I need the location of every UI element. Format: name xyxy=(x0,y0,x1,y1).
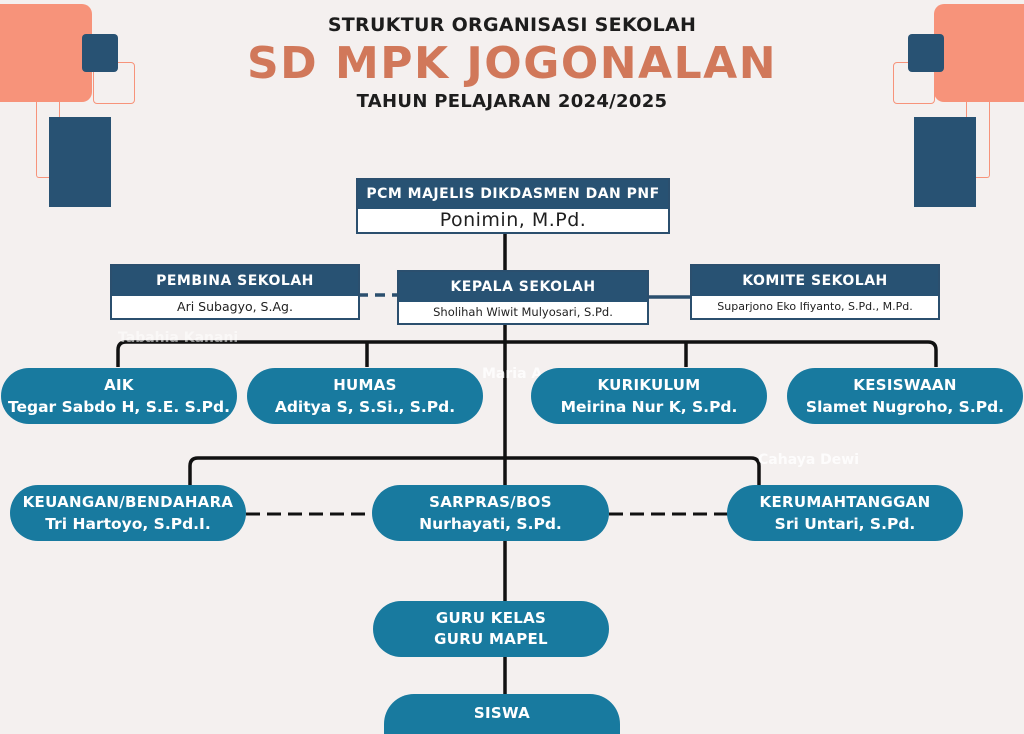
pembina-name: Ari Subagyo, S.Ag. xyxy=(177,299,293,314)
node-guru: GURU KELAS GURU MAPEL xyxy=(373,601,609,657)
pcm-name: Ponimin, M.Pd. xyxy=(439,209,587,231)
aik-name: Tegar Sabdo H, S.E. S.Pd. xyxy=(7,397,231,416)
guru-kelas-label: GURU KELAS xyxy=(435,609,547,627)
humas-name: Aditya S, S.Si., S.Pd. xyxy=(274,397,456,416)
humas-title: HUMAS xyxy=(333,375,397,394)
kerumah-name: Sri Untari, S.Pd. xyxy=(774,514,916,533)
node-siswa: SISWA xyxy=(384,694,620,734)
node-aik: AIK Tegar Sabdo H, S.E. S.Pd. xyxy=(1,368,237,424)
guru-mapel-label: GURU MAPEL xyxy=(434,630,548,648)
tier2-bracket xyxy=(188,456,761,485)
sarpras-title: SARPRAS/BOS xyxy=(429,492,552,511)
tier1-bracket xyxy=(116,340,938,367)
komite-box: KOMITE SEKOLAH Suparjono Eko Ifiyanto, S… xyxy=(690,264,940,320)
komite-title: KOMITE SEKOLAH xyxy=(692,266,938,296)
pcm-title: PCM MAJELIS DIKDASMEN DAN PNF xyxy=(358,180,668,209)
komite-name: Suparjono Eko Ifiyanto, S.Pd., M.Pd. xyxy=(717,300,913,313)
keuangan-title: KEUANGAN/BENDAHARA xyxy=(22,492,234,511)
decor-navy-square-left xyxy=(82,34,118,72)
kurikulum-name: Meirina Nur K, S.Pd. xyxy=(560,397,738,416)
node-kerumahtanggan: KERUMAHTANGGAN Sri Untari, S.Pd. xyxy=(727,485,963,541)
siswa-label: SISWA xyxy=(473,704,531,722)
aik-title: AIK xyxy=(104,375,134,394)
pcm-box: PCM MAJELIS DIKDASMEN DAN PNF Ponimin, M… xyxy=(356,178,670,234)
page-supertitle: STRUKTUR ORGANISASI SEKOLAH xyxy=(327,14,697,36)
sarpras-name: Nurhayati, S.Pd. xyxy=(419,514,562,533)
keuangan-name: Tri Hartoyo, S.Pd.I. xyxy=(45,514,211,533)
node-sarpras: SARPRAS/BOS Nurhayati, S.Pd. xyxy=(372,485,609,541)
pembina-title: PEMBINA SEKOLAH xyxy=(112,266,358,296)
decor-salmon-block-right xyxy=(934,4,1024,102)
node-kurikulum: KURIKULUM Meirina Nur K, S.Pd. xyxy=(531,368,767,424)
node-kesiswaan: KESISWAAN Slamet Nugroho, S.Pd. xyxy=(787,368,1023,424)
kurikulum-title: KURIKULUM xyxy=(597,375,701,394)
node-humas: HUMAS Aditya S, S.Si., S.Pd. xyxy=(247,368,483,424)
kepala-box: KEPALA SEKOLAH Sholihah Wiwit Mulyosari,… xyxy=(397,270,649,325)
decor-salmon-block-left xyxy=(0,4,92,102)
page-title: SD MPK JOGONALAN xyxy=(246,38,778,89)
decor-navy-square-right xyxy=(908,34,944,72)
faint-label-right: Cahaya Dewi xyxy=(758,452,860,468)
kepala-title: KEPALA SEKOLAH xyxy=(399,272,647,302)
faint-label-middle: Maria A xyxy=(482,366,543,382)
kesiswaan-title: KESISWAAN xyxy=(853,375,957,394)
kerumah-title: KERUMAHTANGGAN xyxy=(759,492,931,511)
page-subtitle-year: TAHUN PELAJARAN 2024/2025 xyxy=(356,91,668,112)
decor-navy-bar-right xyxy=(914,117,976,207)
kepala-name: Sholihah Wiwit Mulyosari, S.Pd. xyxy=(433,305,613,319)
kesiswaan-name: Slamet Nugroho, S.Pd. xyxy=(805,397,1005,416)
node-keuangan: KEUANGAN/BENDAHARA Tri Hartoyo, S.Pd.I. xyxy=(10,485,246,541)
decor-navy-bar-left xyxy=(49,117,111,207)
pembina-box: PEMBINA SEKOLAH Ari Subagyo, S.Ag. xyxy=(110,264,360,320)
faint-label-left: Tabahia Kanani xyxy=(118,330,239,346)
